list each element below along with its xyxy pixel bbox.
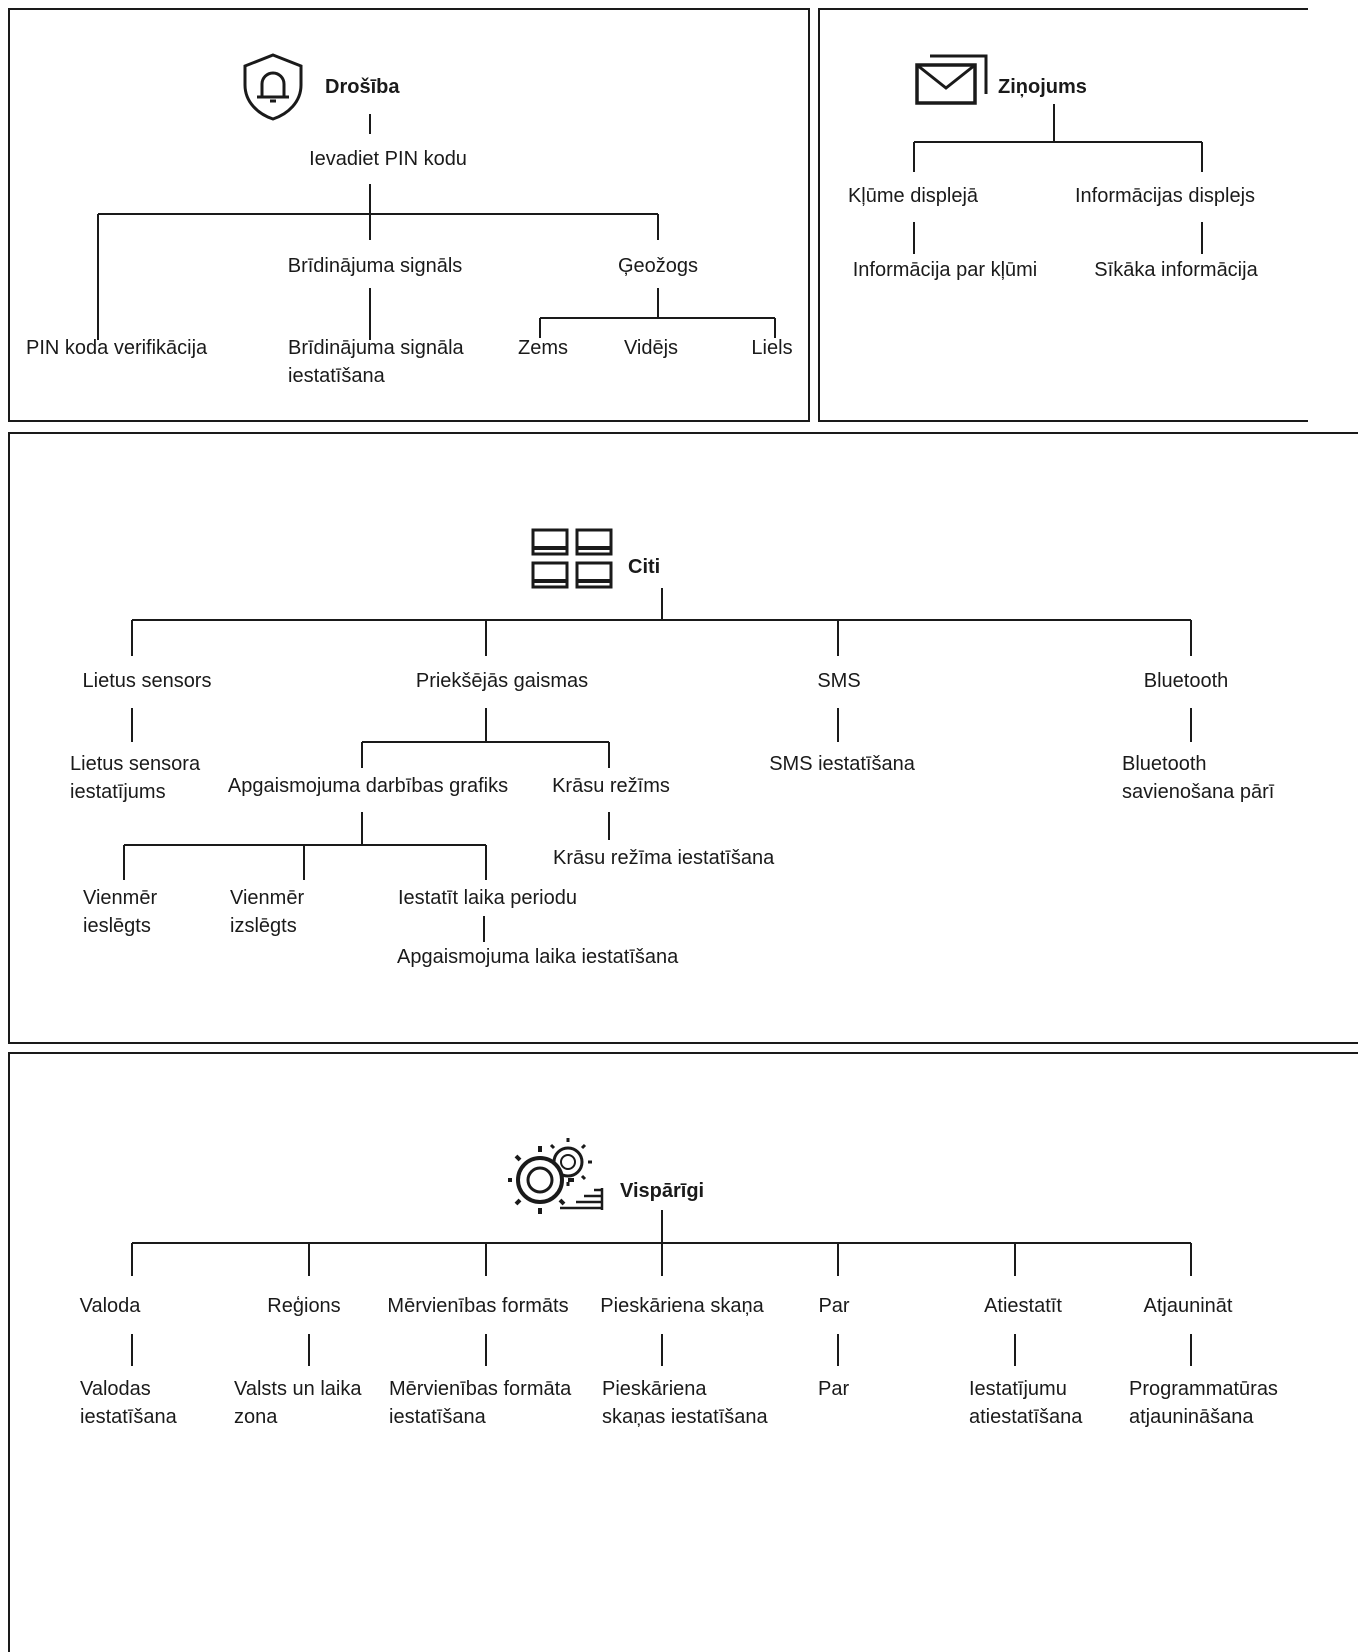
always-off-label: Vienmēr izslēgts: [230, 887, 305, 937]
shield-alarm-icon: [243, 53, 303, 121]
sms-label: SMS: [817, 670, 861, 692]
security-title: Drošība: [325, 76, 400, 98]
enter-pin-label: Ievadiet PIN kodu: [309, 148, 467, 170]
lighting-time-setup-label: Apgaismojuma laika iestatīšana: [397, 946, 679, 968]
general-item-region: Reģions: [267, 1295, 341, 1317]
other-title: Citi: [628, 556, 661, 578]
always-on-label: Vienmēr ieslēgts: [83, 887, 158, 937]
rain-sensor-label: Lietus sensors: [82, 670, 212, 692]
color-mode-label: Krāsu režīms: [552, 775, 670, 797]
general-sub-reset: Iestatījumu atiestatīšana: [969, 1378, 1083, 1428]
general-item-language: Valoda: [79, 1295, 141, 1317]
lighting-schedule-label: Apgaismojuma darbības grafiks: [227, 775, 509, 797]
security-panel: [8, 8, 810, 422]
error-info-label: Informācija par kļūmi: [852, 259, 1038, 281]
geofence-level-low: Zems: [518, 337, 568, 359]
geofence-label: Ģeožogs: [617, 255, 699, 277]
general-item-reset: Atiestatīt: [984, 1295, 1062, 1317]
color-mode-setup-label: Krāsu režīma iestatīšana: [553, 847, 775, 869]
general-panel: [8, 1052, 1358, 1652]
general-item-units: Mērvienības formāts: [387, 1295, 569, 1317]
general-item-touch-sound: Pieskāriena skaņa: [600, 1295, 764, 1317]
general-sub-about: Par: [818, 1378, 850, 1400]
other-panel: [8, 432, 1358, 1044]
general-item-update: Atjaunināt: [1143, 1295, 1233, 1317]
gear-settings-icon: [508, 1138, 604, 1214]
envelope-icon: [915, 54, 988, 105]
alarm-signal-setup-label: Brīdinājuma signāla iestatīšana: [288, 337, 464, 387]
pin-verification-label: PIN koda verifikācija: [26, 337, 208, 359]
error-display-label: Kļūme displejā: [847, 185, 979, 207]
bluetooth-pairing-label: Bluetooth savienošana pārī: [1122, 753, 1275, 803]
general-sub-region: Valsts un laika zona: [234, 1378, 362, 1428]
message-title: Ziņojums: [998, 76, 1087, 98]
info-display-label: Informācijas displejs: [1074, 185, 1256, 207]
details-label: Sīkāka informācija: [1094, 259, 1258, 281]
general-title: Vispārīgi: [620, 1180, 705, 1202]
general-sub-update: Programmatūras atjaunināšana: [1129, 1378, 1278, 1428]
general-item-about: Par: [818, 1295, 850, 1317]
general-sub-units: Mērvienības formāta iestatīšana: [389, 1378, 572, 1428]
geofence-level-medium: Vidējs: [623, 337, 679, 359]
bluetooth-label: Bluetooth: [1143, 670, 1229, 692]
grid-tiles-icon: [531, 528, 613, 589]
sms-setup-label: SMS iestatīšana: [769, 753, 915, 775]
geofence-level-large: Liels: [751, 337, 793, 359]
rain-sensor-setting-label: Lietus sensora iestatījums: [70, 753, 201, 803]
message-panel: [818, 8, 1308, 422]
general-sub-language: Valodas iestatīšana: [80, 1378, 177, 1428]
set-period-label: Iestatīt laika periodu: [398, 887, 577, 909]
general-sub-touch-sound: Pieskāriena skaņas iestatīšana: [602, 1378, 768, 1428]
alarm-signal-label: Brīdinājuma signāls: [287, 255, 463, 277]
headlights-label: Priekšējās gaismas: [415, 670, 589, 692]
